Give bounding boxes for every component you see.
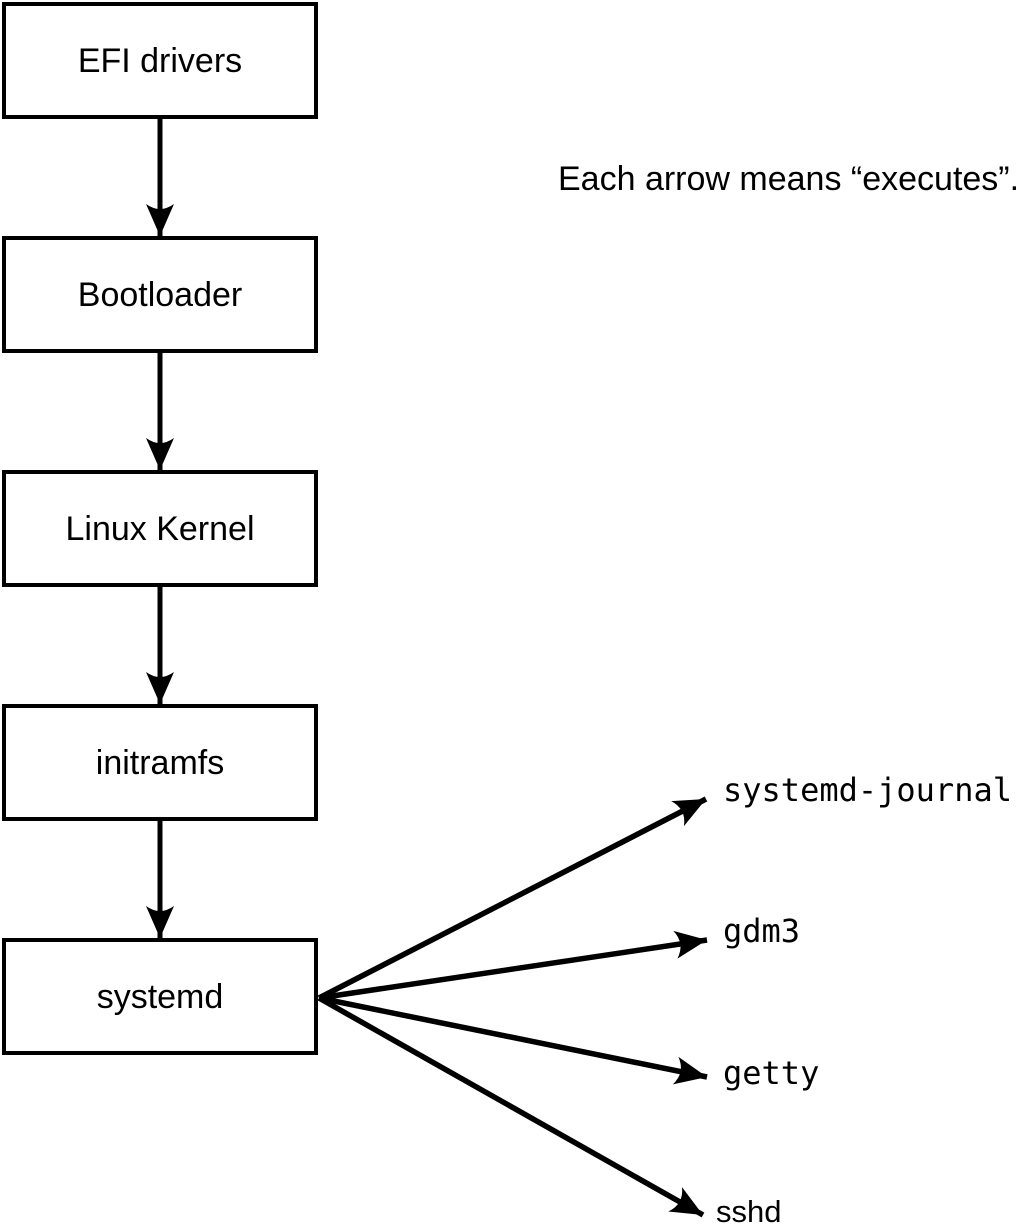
flow-node-bootloader: Bootloader <box>2 236 318 353</box>
process-label-getty: getty <box>723 1054 820 1092</box>
flow-node-efi-drivers: EFI drivers <box>2 2 318 119</box>
flow-node-label: EFI drivers <box>77 41 243 80</box>
process-label-systemd-journal: systemd-journal <box>723 771 1012 809</box>
flow-node-label: systemd <box>96 977 224 1016</box>
flow-node-label: Linux Kernel <box>65 509 255 548</box>
process-label-gdm3: gdm3 <box>723 912 801 950</box>
arrow-systemd-to-systemd-journal <box>317 796 708 1001</box>
process-label-sshd: sshd <box>716 1194 782 1229</box>
flow-node-label: Bootloader <box>77 275 243 314</box>
flow-node-linux-kernel: Linux Kernel <box>2 470 318 587</box>
arrow-systemd-to-sshd <box>317 995 705 1218</box>
arrow-systemd-to-gdm3 <box>318 930 708 1001</box>
flow-node-systemd: systemd <box>2 938 318 1055</box>
flow-node-initramfs: initramfs <box>2 704 318 821</box>
flow-node-label: initramfs <box>95 743 225 782</box>
arrow-systemd-to-getty <box>318 995 708 1085</box>
legend-note: Each arrow means “executes”. <box>558 160 1020 198</box>
